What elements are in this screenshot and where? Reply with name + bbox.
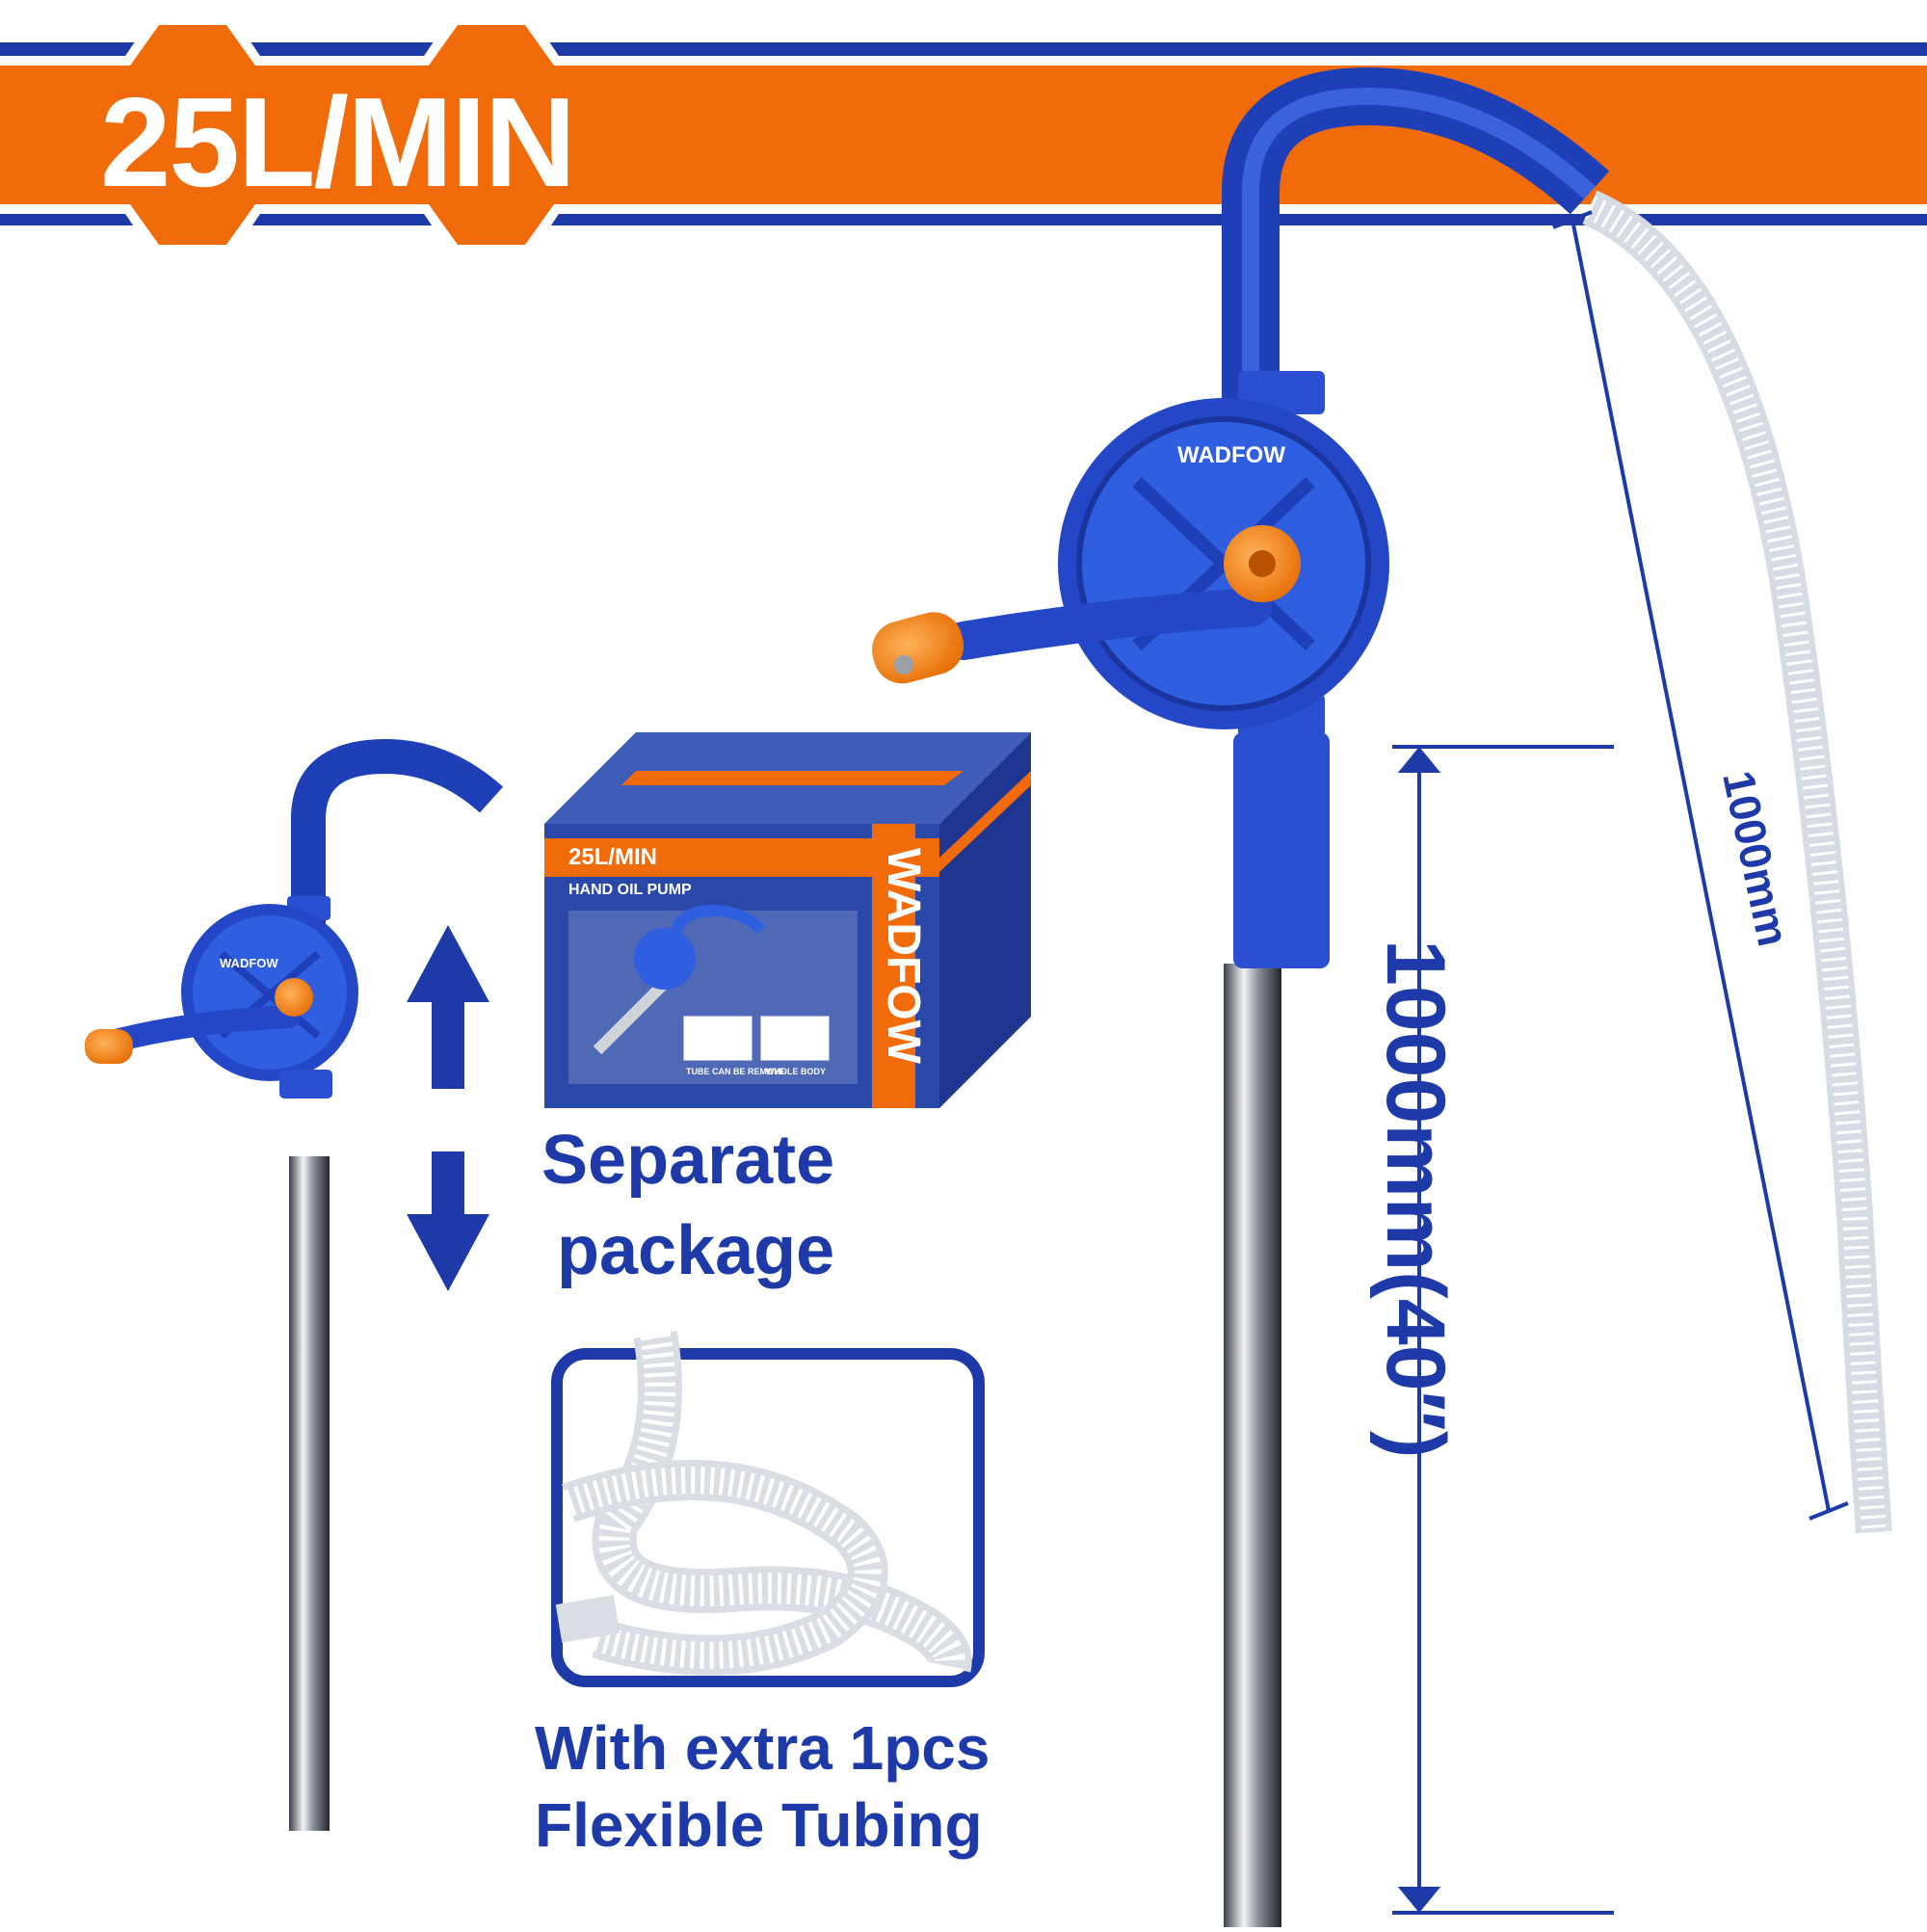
box-brand: WADFOW — [878, 848, 929, 1065]
separate-package-line2: package — [557, 1212, 835, 1289]
box-label-body: WHOLE BODY — [766, 1067, 826, 1076]
package-box: 25L/MIN HAND OIL PUMP WADFOW TUBE CAN BE… — [544, 732, 1031, 1108]
box-label-tube: TUBE CAN BE REMOVE — [686, 1067, 785, 1076]
box-title: 25L/MIN — [568, 844, 657, 870]
box-product-name: HAND OIL PUMP — [568, 882, 692, 898]
pump-tube-large — [1224, 964, 1281, 1927]
extra-tubing-line2: Flexible Tubing — [535, 1790, 983, 1860]
tube-length-label: 1000mm(40″) — [1369, 940, 1462, 1459]
dimension-vertical — [1392, 745, 1614, 1915]
separate-package-line1: Separate — [541, 1122, 835, 1199]
pump-tube-small — [289, 1156, 330, 1831]
tubing-frame — [551, 1331, 985, 1687]
pump-brand-small: WADFOW — [220, 956, 278, 970]
hose-large — [1582, 190, 1892, 1534]
pump-small — [85, 738, 504, 1098]
extra-tubing-line1: With extra 1pcs — [535, 1713, 990, 1783]
pump-large — [872, 66, 1610, 968]
dimension-diagonal — [1552, 210, 1849, 1521]
separation-arrows — [407, 925, 489, 1291]
banner-flow-rate: 25L/MIN — [100, 71, 576, 213]
pump-brand-large: WADFOW — [1177, 442, 1285, 468]
